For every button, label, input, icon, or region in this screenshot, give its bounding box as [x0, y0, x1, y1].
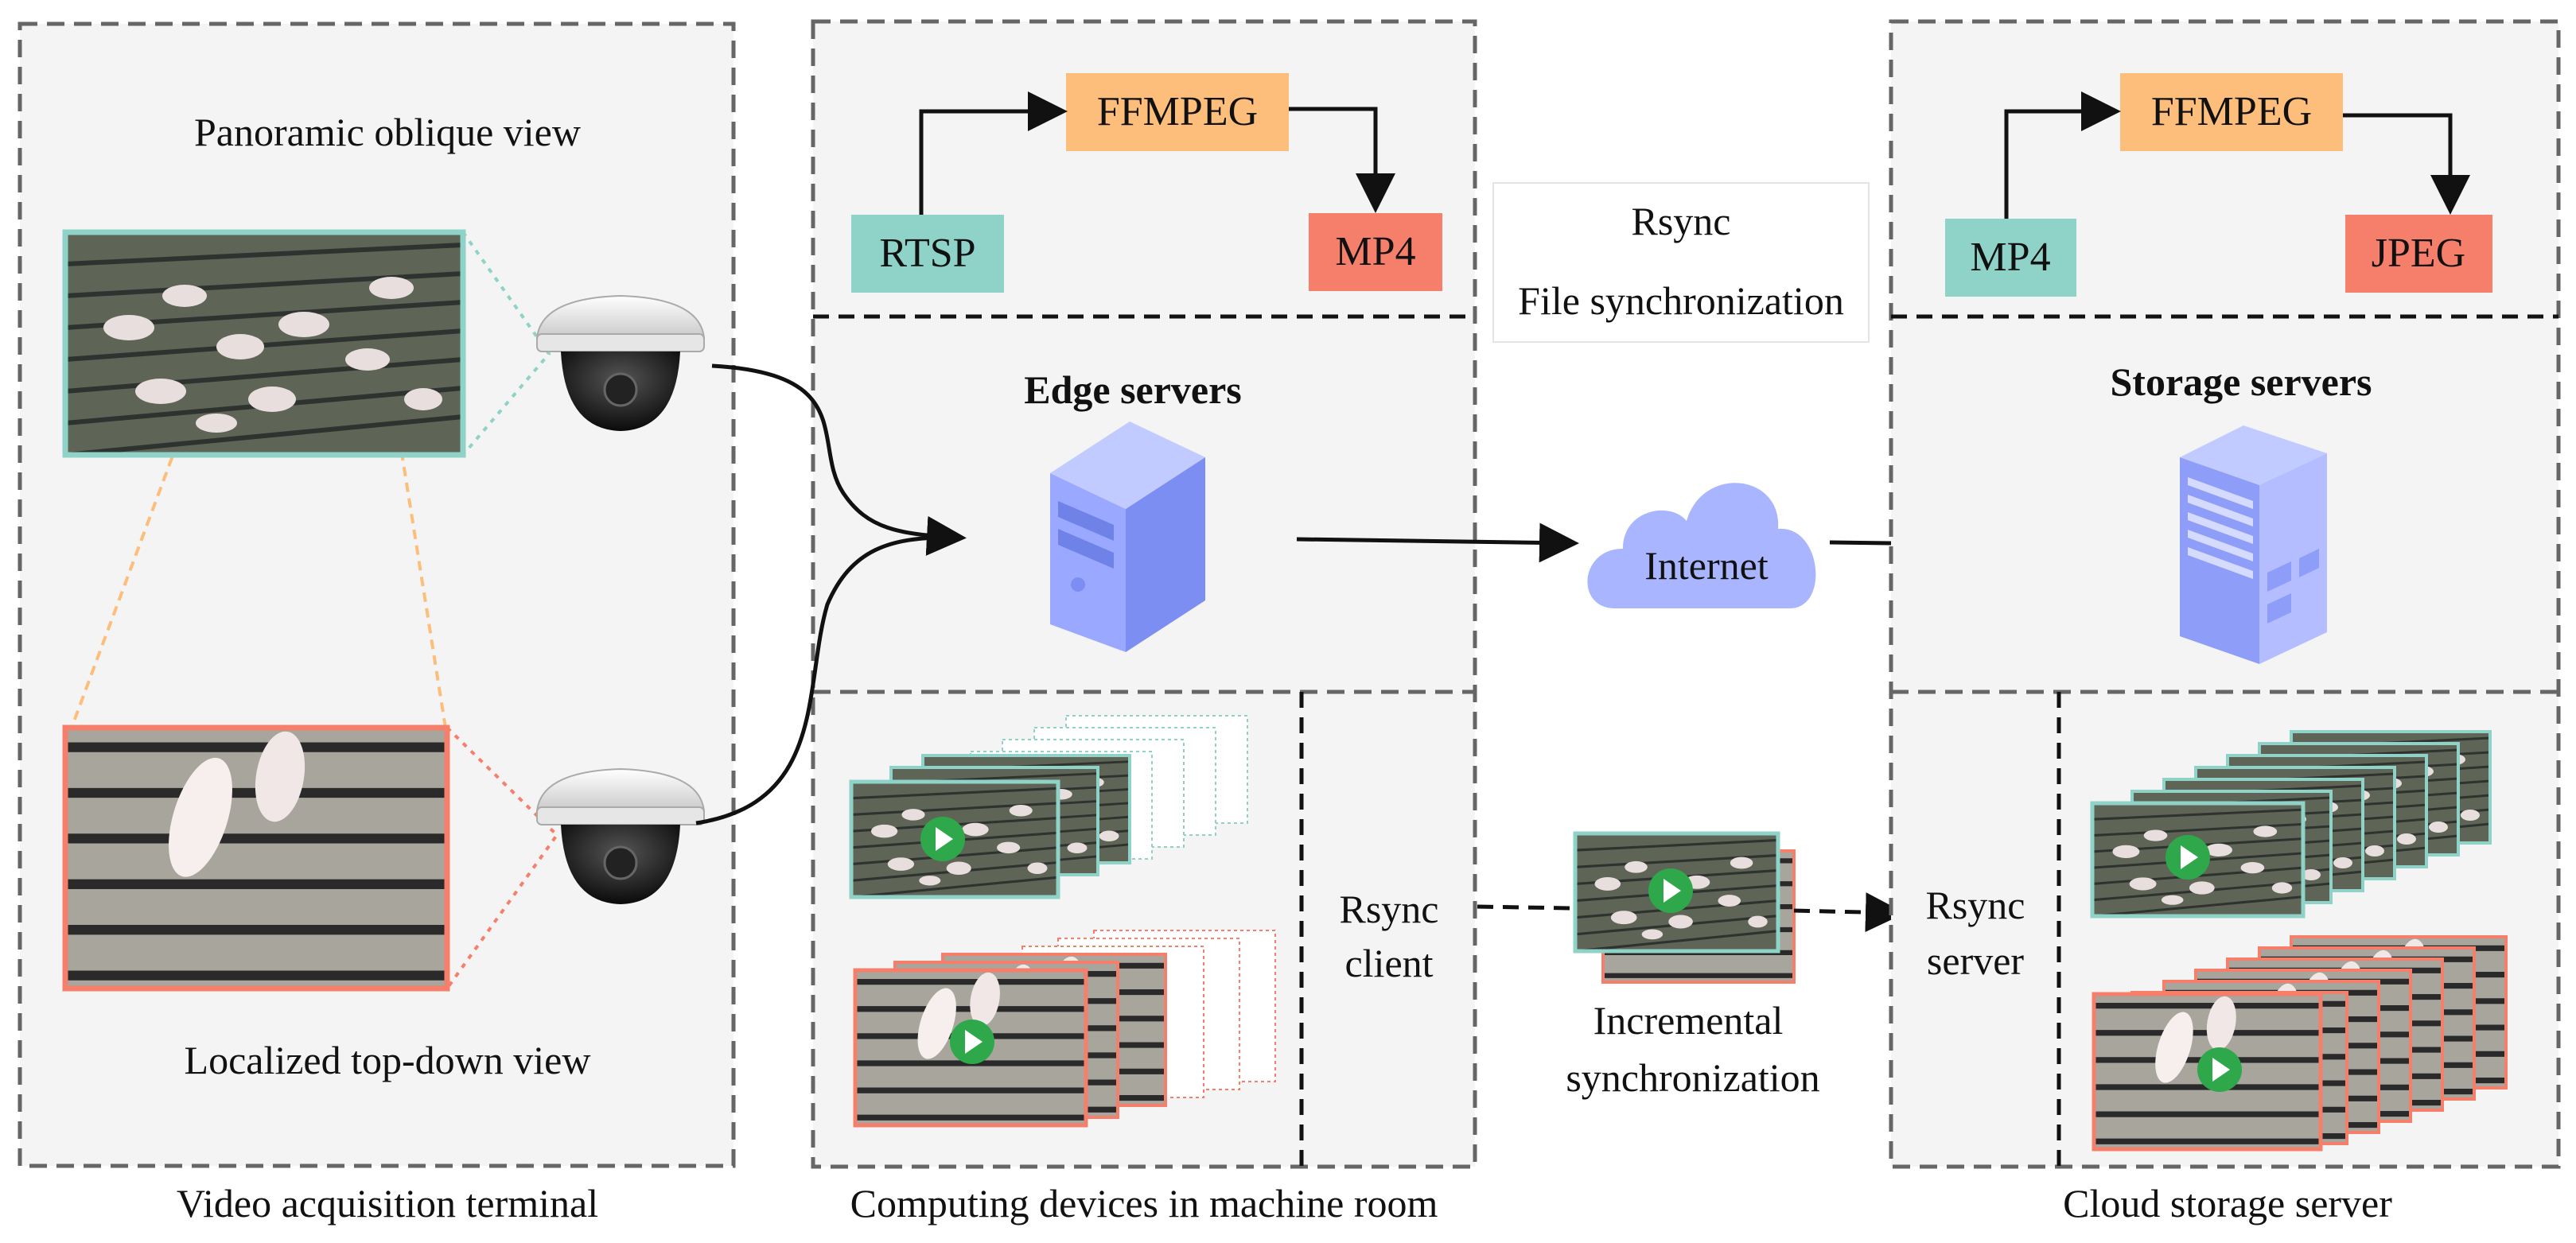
video-to-server-dash [1793, 892, 1905, 933]
rsync-box: Rsync File synchronization [1492, 182, 1870, 343]
storage-servers-title: Storage servers [2110, 359, 2372, 404]
camera-icon [535, 767, 706, 904]
edge-to-internet-arrow [1296, 522, 1579, 563]
jpeg-label: JPEG [2372, 231, 2465, 276]
incremental-label-2: synchronization [1566, 1055, 1819, 1100]
camera-link-top [461, 231, 551, 456]
stored-teal-stack [2090, 730, 2492, 919]
computing-panel: RTSP FFMPEG MP4 Edge servers [811, 19, 1477, 1169]
acquisition-panel: Panoramic oblique view Localized top-dow… [18, 21, 736, 1168]
server-icon [1050, 421, 1205, 652]
mp4-label: MP4 [1335, 229, 1415, 274]
camera2-to-edge-arrow [695, 535, 948, 825]
camera-link-bottom [446, 726, 559, 990]
computing-caption: Computing devices in machine room [850, 1181, 1438, 1226]
play-icon[interactable] [950, 1020, 994, 1064]
play-icon[interactable] [1648, 868, 1693, 913]
ffmpeg-label: FFMPEG [1097, 89, 1258, 134]
red-video-stack [853, 930, 1276, 1128]
camera1-to-edge-arrow [711, 363, 967, 556]
camera-icon [535, 294, 706, 431]
rtsp-to-ffmpeg-arrow [919, 91, 1068, 215]
rsync-client-label-2: client [1344, 941, 1433, 985]
rsync-server-label-2: server [1927, 938, 2024, 983]
cloud-ffmpeg-label: FFMPEG [2151, 89, 2312, 134]
mp4-input-box [1945, 219, 2076, 297]
rsync-server-label-1: Rsync [1926, 883, 2025, 927]
edge-servers-title: Edge servers [1024, 367, 1242, 412]
incremental-label-1: Incremental [1593, 998, 1784, 1043]
rsync-box-line-1: Rsync [1632, 199, 1731, 243]
panoramic-view-label: Panoramic oblique view [194, 110, 581, 154]
jpeg-box [2345, 215, 2492, 293]
mp4-box [1309, 213, 1442, 291]
top-down-image [62, 724, 450, 992]
ffmpeg-to-jpeg-arrow [2343, 113, 2470, 215]
play-icon[interactable] [2165, 835, 2210, 880]
server-icon [2180, 425, 2327, 664]
zoom-guide-right [372, 278, 447, 728]
cloud-panel: MP4 FFMPEG JPEG Storage servers [1889, 19, 2561, 1169]
rsync-client-label-1: Rsync [1340, 887, 1439, 931]
cloud-ffmpeg-box [2120, 73, 2343, 151]
stored-red-stack [2092, 935, 2508, 1152]
edge-pipeline: RTSP FFMPEG MP4 [851, 73, 1442, 293]
client-to-video-dash [1477, 904, 1572, 911]
teal-video-stack [849, 715, 1248, 899]
internet-label: Internet [1644, 543, 1769, 588]
cloud-icon [1587, 483, 1816, 608]
rtsp-box [851, 215, 1004, 293]
cloud-caption: Cloud storage server [2063, 1181, 2392, 1226]
acquisition-caption: Video acquisition terminal [177, 1181, 598, 1226]
mp4-to-ffmpeg-arrow [2004, 91, 2121, 219]
cloud-pipeline: MP4 FFMPEG JPEG [1945, 73, 2492, 297]
play-icon[interactable] [2197, 1047, 2242, 1092]
rsync-box-line-2: File synchronization [1518, 278, 1844, 323]
ffmpeg-to-mp4-arrow [1289, 107, 1395, 213]
rtsp-label: RTSP [879, 231, 975, 276]
mp4-input-label: MP4 [1970, 235, 2050, 280]
top-down-view-label: Localized top-down view [185, 1038, 591, 1082]
incremental-video [1573, 831, 1796, 984]
ffmpeg-box [1066, 73, 1289, 151]
play-icon[interactable] [920, 817, 965, 861]
panoramic-image [62, 229, 466, 458]
